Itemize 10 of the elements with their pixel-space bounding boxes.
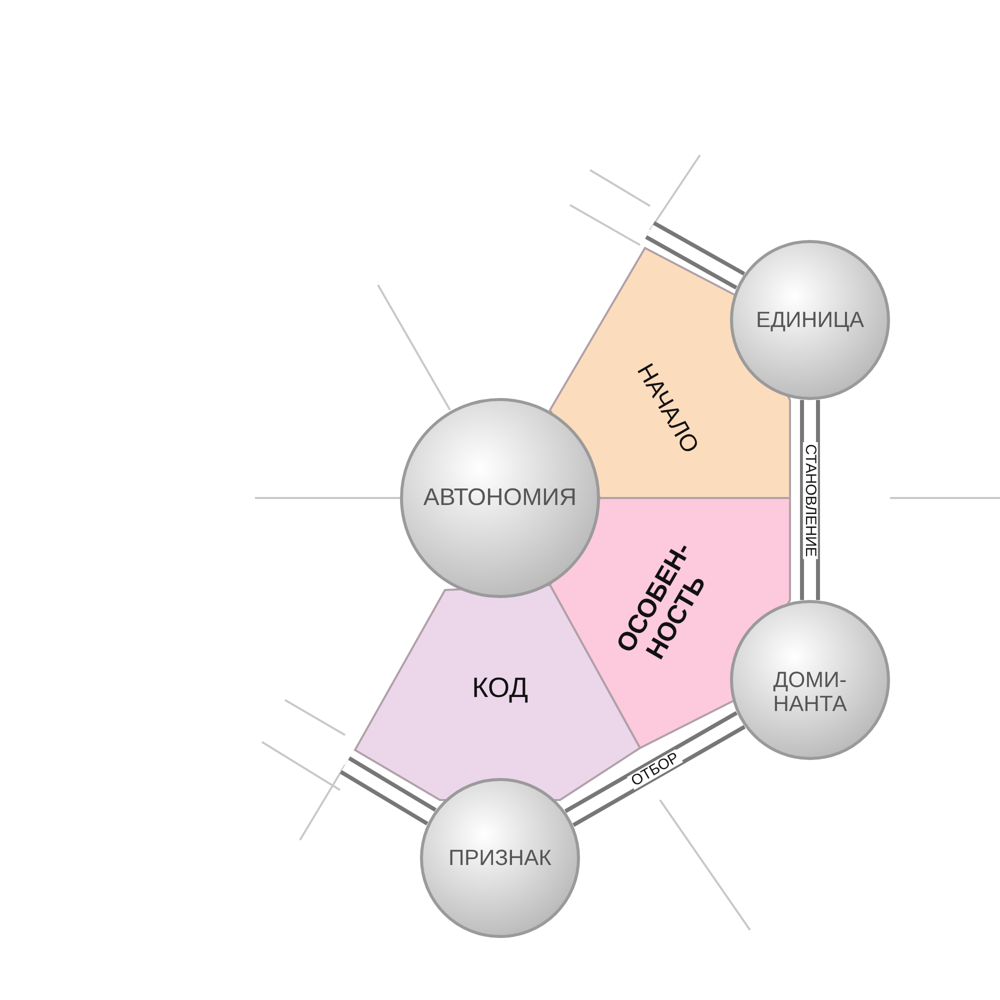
node-label: ЕДИНИЦА xyxy=(754,308,866,332)
connector-bar xyxy=(564,711,746,827)
node-label: ПРИЗНАК xyxy=(448,846,552,870)
connector-bar xyxy=(645,221,746,290)
connector-bar xyxy=(800,400,820,600)
node-label: ДОМИ- НАНТА xyxy=(772,668,848,716)
edge-label: СТАНОВЛЕНИЕ xyxy=(802,442,818,558)
node-label: КОД xyxy=(470,672,530,704)
node-label: АВТОНОМИЯ xyxy=(422,484,578,512)
connector-bar xyxy=(340,756,437,826)
